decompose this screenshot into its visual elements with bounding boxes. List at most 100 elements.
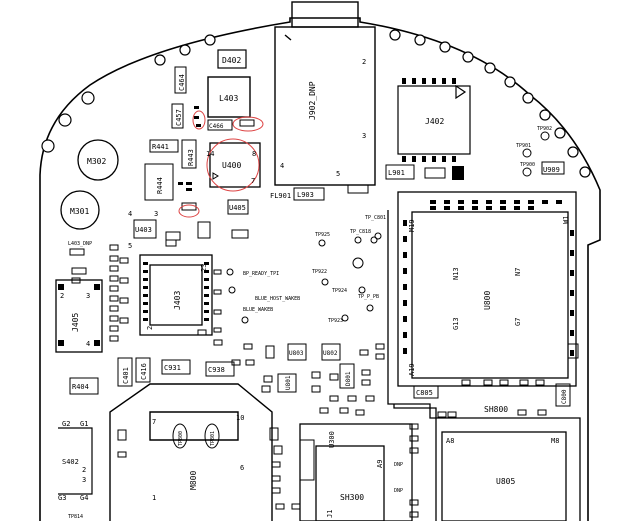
- c401-label: C401: [122, 367, 130, 384]
- s402-g2: G2: [62, 420, 70, 428]
- bp-ready-label: BP_READY_TPI: [243, 271, 279, 277]
- highlight-circle-c457: [192, 110, 206, 130]
- d801-label: D801: [345, 371, 352, 386]
- j403-connector: [139, 254, 213, 336]
- l403-body: [207, 76, 251, 118]
- blue-host-label: BLUE_HOST_WAKEB: [255, 296, 300, 302]
- j402-connector: [397, 84, 471, 155]
- u400-pin7: 7: [251, 177, 255, 185]
- tp924-label: TP924: [332, 288, 347, 294]
- j902-pin3: 3: [362, 132, 366, 140]
- j405-pins: [58, 284, 100, 346]
- c938-label: C938: [208, 366, 225, 374]
- l903-body: [293, 187, 325, 201]
- board-outline: [39, 17, 601, 521]
- u400-pin14: 14: [206, 150, 214, 158]
- j902-label: J902_DNP: [308, 81, 317, 120]
- u805-chip: [441, 431, 567, 521]
- j402-label: J402: [425, 117, 444, 126]
- m800-pin6: 6: [240, 464, 244, 472]
- u800-a19: A19: [408, 363, 416, 376]
- j403-pin23: 23: [200, 264, 208, 272]
- j405-pin3: 3: [86, 292, 90, 300]
- u800-w1: W1: [562, 216, 570, 224]
- l903-label: L903: [297, 191, 314, 199]
- u802-chip: [321, 343, 341, 361]
- c466-body: [207, 119, 233, 131]
- u400-pin1-marker: [212, 172, 219, 180]
- board-edge-notches: [41, 29, 591, 178]
- u403-pin5: 5: [128, 242, 132, 250]
- fl901-label: FL901: [270, 192, 291, 200]
- part-below-u405: [231, 229, 249, 239]
- tp-p-pb-label: TP_P_PB: [358, 294, 379, 300]
- c805-label: C805: [416, 389, 433, 397]
- tp922-label: TP922: [312, 269, 327, 275]
- blue-wake-label: BLUE_WAKEB: [243, 307, 273, 313]
- tp900-pad: [522, 167, 532, 177]
- u805-label: U805: [496, 477, 515, 486]
- l901-label: L901: [388, 169, 405, 177]
- u800-pad-col-left: [403, 220, 407, 354]
- sh300-shield: [299, 423, 413, 521]
- small-part-near-l903: [347, 184, 369, 194]
- u801-chip: [277, 373, 297, 393]
- c457-label: C457: [175, 109, 183, 126]
- u800-chip: [397, 191, 577, 387]
- u803-chip: [287, 343, 307, 361]
- c416-body: [135, 357, 151, 383]
- c464-body: [174, 66, 187, 94]
- small-passives: [71, 231, 579, 518]
- resistor-near-u403: [181, 202, 197, 211]
- c464-label: C464: [178, 74, 186, 91]
- u300-label: U300: [328, 431, 336, 448]
- d801-body: [339, 363, 355, 389]
- u800-m19: M19: [408, 219, 416, 232]
- l403-label: L403: [219, 94, 238, 103]
- tp-c818-label: TP_C818: [350, 229, 371, 235]
- highlight-circle-u400: [206, 138, 260, 192]
- tp901-pad: [522, 148, 532, 158]
- j405-pin4: 4: [86, 340, 90, 348]
- c931-body: [161, 359, 191, 375]
- s402-g1: G1: [80, 420, 88, 428]
- r443-label: R443: [187, 149, 195, 166]
- m302-label: M302: [87, 157, 106, 166]
- diode-near-l901: [452, 166, 464, 180]
- m800-label: M800: [189, 471, 198, 490]
- r443-body: [181, 139, 197, 169]
- u805-a8: A8: [446, 437, 454, 445]
- m800-pin1: 1: [152, 494, 156, 502]
- tp801-pad: [204, 423, 220, 449]
- j405-pin2: 2: [60, 292, 64, 300]
- j902-pin5: 5: [336, 170, 340, 178]
- m800-module: [109, 383, 273, 521]
- u405-label: U405: [229, 204, 246, 212]
- d402-body: [217, 49, 247, 69]
- r404-body: [69, 377, 99, 395]
- m800-pin10: 10: [236, 414, 244, 422]
- pad-group-c457: [178, 106, 201, 191]
- tp923-label: TP923: [328, 318, 343, 324]
- s402-g3: G3: [58, 494, 66, 502]
- r301-dnp-label: DNP: [394, 488, 403, 494]
- m302-motor: [77, 139, 119, 181]
- d402-label: D402: [222, 56, 241, 65]
- c457-body: [171, 103, 184, 129]
- u800-label: U800: [483, 291, 492, 310]
- resistor-near-c466: [239, 119, 255, 127]
- s402-pin2: 2: [82, 466, 86, 474]
- tp801-label: TP801: [210, 431, 216, 446]
- u800-g13: G13: [452, 317, 460, 330]
- u800-g7: G7: [514, 318, 522, 326]
- sh800-label: SH800: [484, 405, 508, 414]
- j405-connector: [55, 279, 103, 353]
- tp814-label: TP814: [68, 514, 83, 520]
- m301-label: M301: [70, 207, 89, 216]
- j403-pin2: 2: [146, 326, 154, 330]
- j403-label: J403: [173, 291, 182, 310]
- s402-pin3: 3: [82, 476, 86, 484]
- c401-body: [117, 357, 133, 387]
- u403-label: U403: [135, 226, 152, 234]
